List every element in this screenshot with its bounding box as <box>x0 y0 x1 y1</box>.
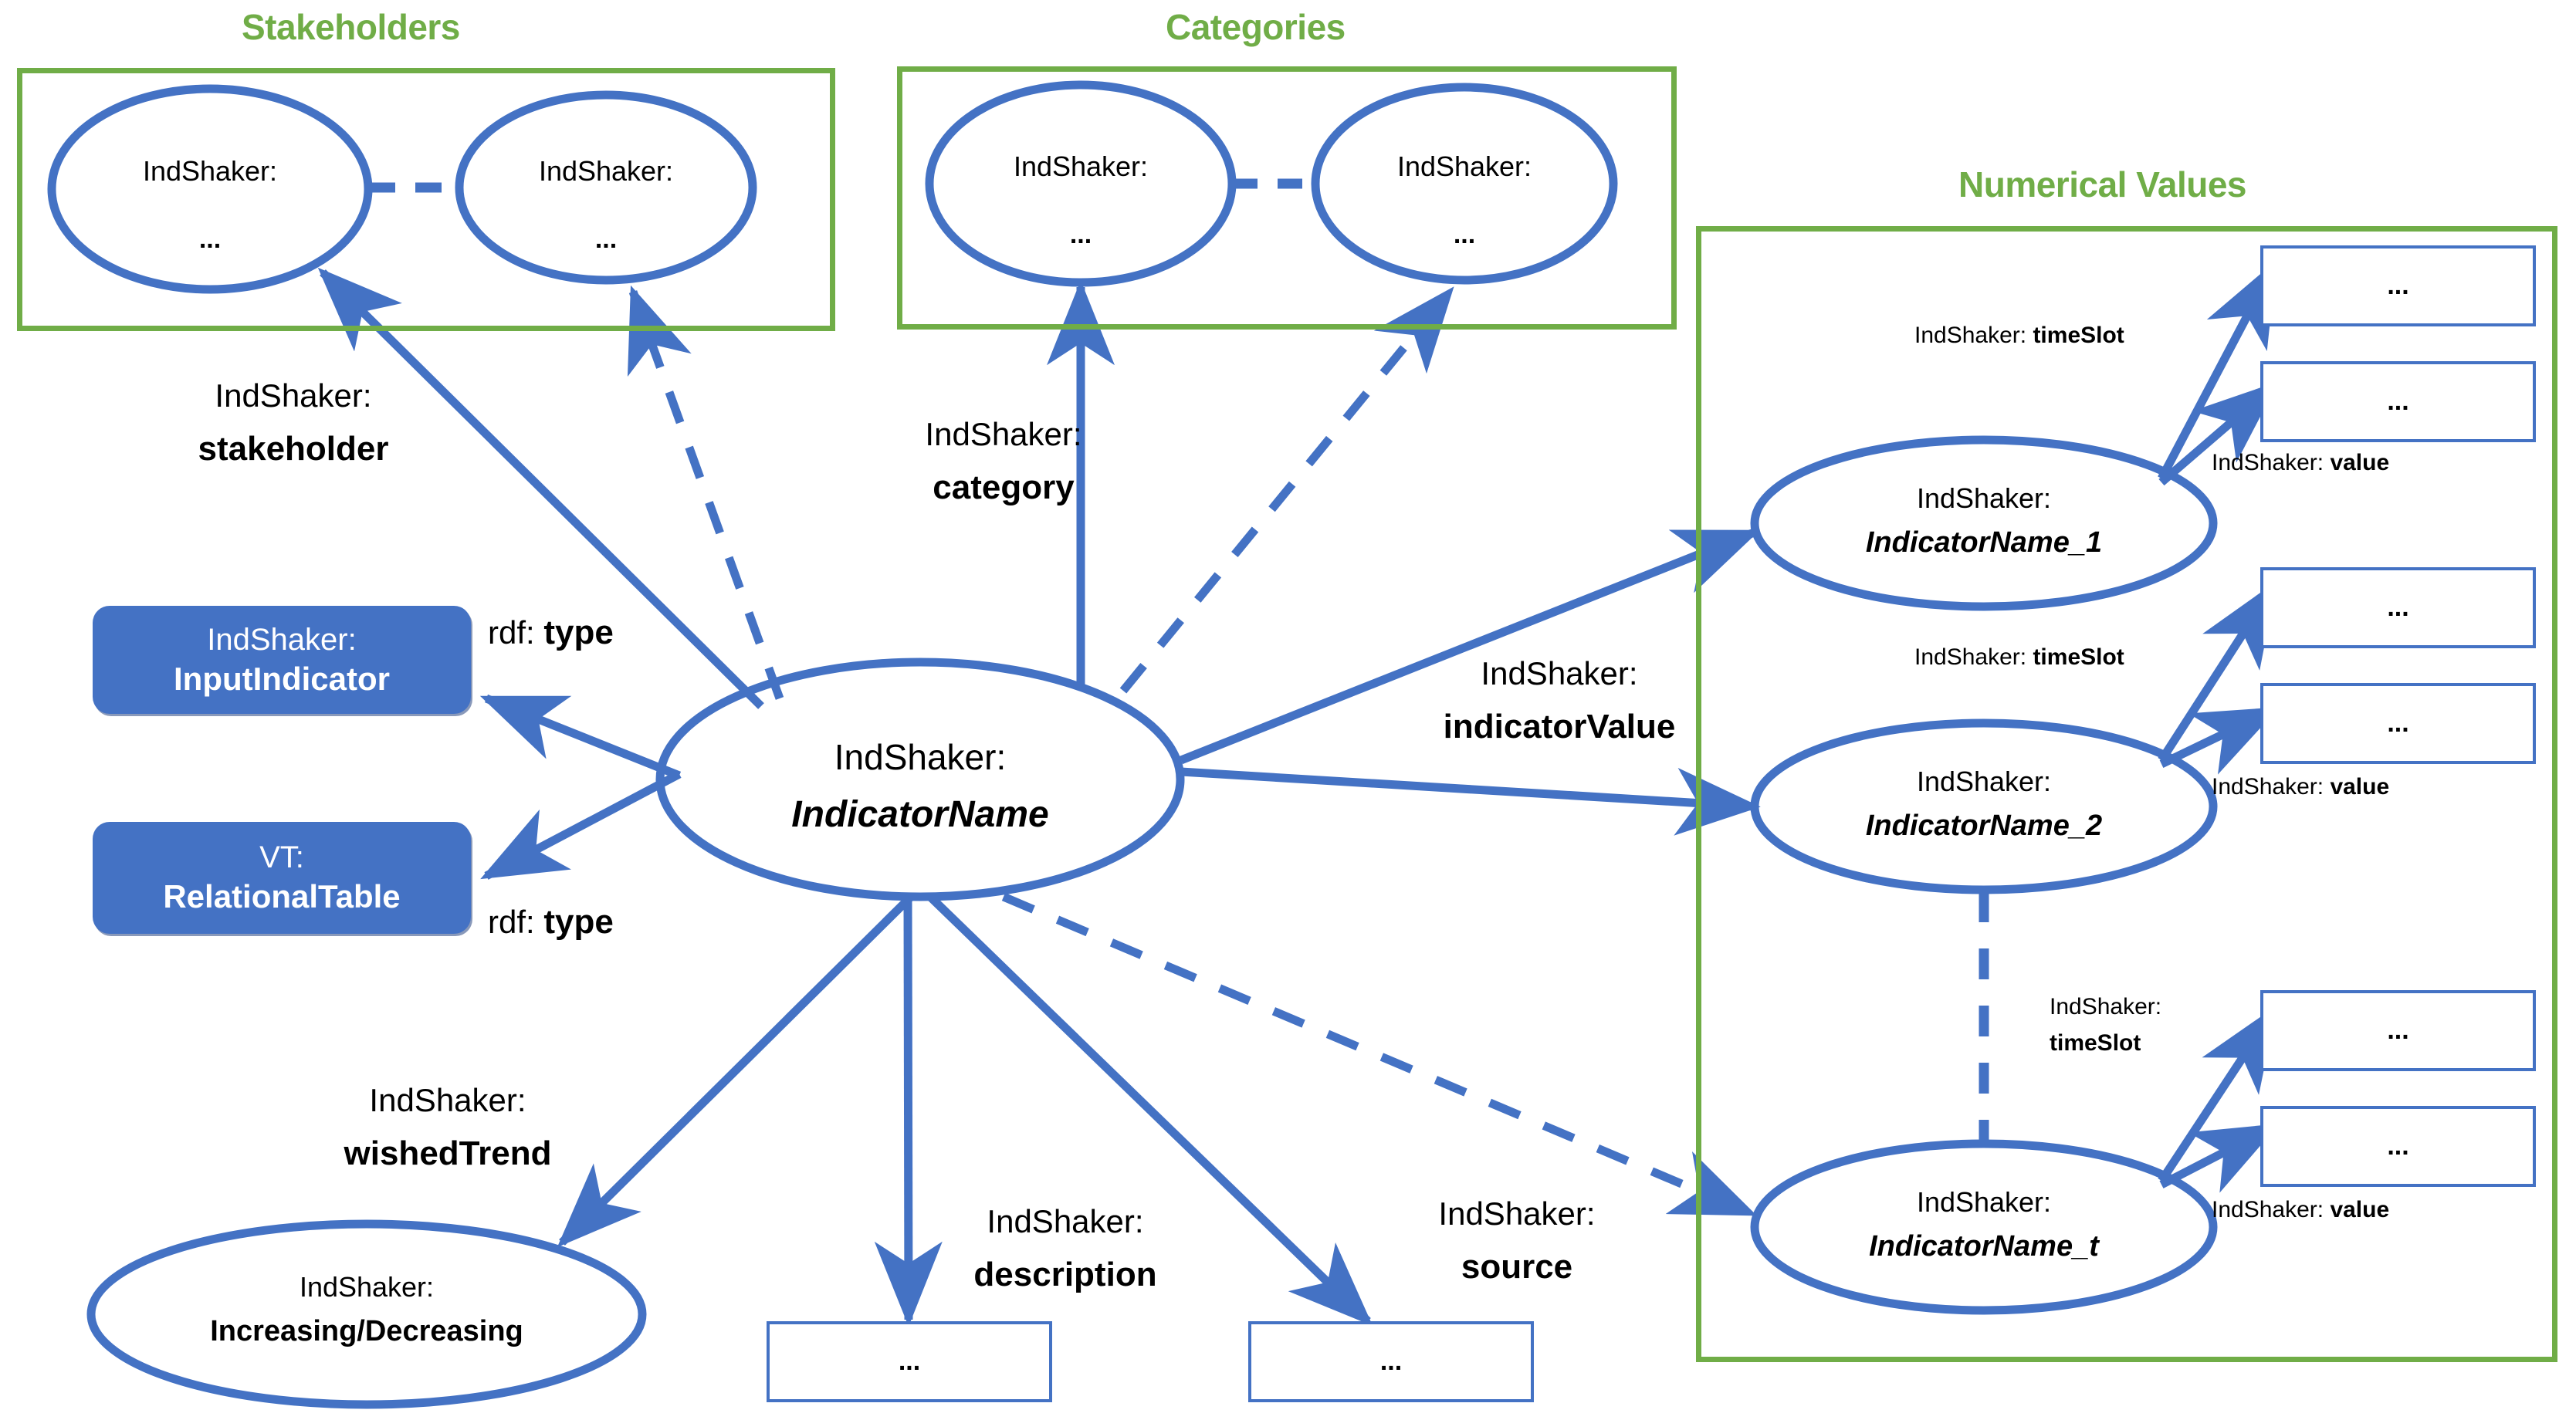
edge-label-stakeholder: IndShaker: stakeholder <box>154 374 432 472</box>
node-category-b[interactable] <box>1311 83 1618 285</box>
literal-box-value-1[interactable]: ... <box>2260 361 2536 442</box>
edge-label-wished-trend-name: wishedTrend <box>344 1134 552 1172</box>
group-title-categories: Categories <box>1166 7 1346 47</box>
edge-label-timeslot-1-name: timeSlot <box>2033 323 2124 348</box>
edge-label-indicator-value-name: indicatorValue <box>1443 707 1676 746</box>
edge-label-indicator-value: IndShaker: indicatorValue <box>1405 652 1714 749</box>
edge-label-wished-trend-prefix: IndShaker: <box>369 1082 526 1118</box>
literal-box-source[interactable]: ... <box>1248 1321 1534 1402</box>
node-stakeholder-b[interactable] <box>455 90 757 285</box>
edge-label-rdf-type-2-name: type <box>543 903 614 941</box>
input-indicator-line1: IndShaker: <box>207 622 357 657</box>
edge-category-dashed <box>1119 286 1454 694</box>
edge-stakeholder-dashed <box>627 285 784 700</box>
edge-label-value-t-prefix: IndShaker: <box>2212 1197 2331 1222</box>
edge-label-rdf-type-1-name: type <box>543 614 614 651</box>
edge-label-category-name: category <box>933 468 1075 506</box>
input-indicator-line2: InputIndicator <box>174 660 390 697</box>
literal-box-timeslot-1[interactable]: ... <box>2260 245 2536 326</box>
node-stakeholder-a[interactable] <box>47 84 373 294</box>
relational-table-line1: VT: <box>259 840 304 875</box>
node-wished-trend[interactable] <box>86 1219 647 1409</box>
edge-label-rdf-type-1-prefix: rdf: <box>488 614 544 651</box>
edge-label-value-2-prefix: IndShaker: <box>2212 774 2331 800</box>
edge-label-rdf-type-2: rdf: type <box>488 899 681 945</box>
edge-label-description-prefix: IndShaker: <box>987 1203 1144 1239</box>
edge-label-timeslot-t-prefix: IndShaker: <box>2050 994 2162 1019</box>
literal-box-timeslot-2[interactable]: ... <box>2260 567 2536 648</box>
relational-table-line2: RelationalTable <box>163 878 401 915</box>
group-box-categories <box>897 66 1677 330</box>
edge-label-rdf-type-2-prefix: rdf: <box>488 904 544 940</box>
literal-box-value-2[interactable]: ... <box>2260 683 2536 764</box>
node-center-indicator[interactable] <box>655 658 1185 901</box>
node-relational-table-box[interactable]: VT: RelationalTable <box>93 822 471 934</box>
edge-label-timeslot-2-name: timeSlot <box>2033 644 2124 670</box>
edge-label-value-1-prefix: IndShaker: <box>2212 450 2331 475</box>
edge-label-value-t: IndShaker: value <box>2212 1195 2520 1226</box>
edge-label-source-name: source <box>1461 1247 1573 1286</box>
edge-rdf-type-relational-table <box>480 770 682 880</box>
edge-label-timeslot-1: IndShaker: timeSlot <box>1914 320 2223 352</box>
edge-label-timeslot-t-name: timeSlot <box>2050 1030 2141 1056</box>
edge-label-description-name: description <box>973 1255 1157 1293</box>
edge-label-stakeholder-name: stakeholder <box>198 429 389 468</box>
edge-source <box>927 894 1373 1327</box>
edge-timeslot-2 <box>2158 580 2277 762</box>
edge-label-source: IndShaker: source <box>1401 1192 1633 1290</box>
edge-timeslot-t <box>2158 1005 2277 1184</box>
edge-label-value-1: IndShaker: value <box>2212 448 2520 479</box>
edge-wished-trend <box>557 894 914 1248</box>
edge-value-t <box>2159 1123 2280 1193</box>
edge-label-indicator-value-prefix: IndShaker: <box>1481 655 1638 691</box>
node-indicator-1[interactable] <box>1750 435 2218 611</box>
group-box-numerical-values <box>1696 226 2557 1362</box>
group-title-numerical-values: Numerical Values <box>1958 164 2246 205</box>
edge-label-description: IndShaker: description <box>938 1200 1193 1297</box>
literal-box-timeslot-t[interactable]: ... <box>2260 990 2536 1071</box>
node-input-indicator-box[interactable]: IndShaker: InputIndicator <box>93 606 471 714</box>
edge-label-rdf-type-1: rdf: type <box>488 610 681 655</box>
edge-label-value-t-name: value <box>2330 1197 2390 1222</box>
edge-timeslot-1 <box>2158 260 2277 481</box>
edge-rdf-type-input-indicator <box>479 694 682 780</box>
edge-label-timeslot-t: IndShaker: timeSlot <box>2050 992 2250 1059</box>
edge-indicator-value-t-dashed <box>1001 892 1758 1218</box>
edge-label-category: IndShaker: category <box>872 413 1135 510</box>
edge-label-timeslot-2: IndShaker: timeSlot <box>1914 642 2223 674</box>
group-box-stakeholders <box>17 68 835 331</box>
edge-stakeholder <box>317 267 764 709</box>
edge-description <box>874 896 943 1327</box>
edge-label-value-2-name: value <box>2330 774 2390 800</box>
literal-box-value-t[interactable]: ... <box>2260 1106 2536 1187</box>
edge-label-timeslot-2-prefix: IndShaker: <box>1914 644 2033 670</box>
literal-box-description[interactable]: ... <box>767 1321 1052 1402</box>
edge-label-timeslot-1-prefix: IndShaker: <box>1914 323 2033 348</box>
edge-indicator-value-1 <box>1179 528 1761 765</box>
edge-label-stakeholder-prefix: IndShaker: <box>215 377 372 414</box>
edge-label-wished-trend: IndShaker: wishedTrend <box>309 1079 587 1176</box>
edge-label-value-2: IndShaker: value <box>2212 772 2520 803</box>
edge-label-category-prefix: IndShaker: <box>925 416 1082 452</box>
edge-indicator-value-2 <box>1180 767 1761 836</box>
group-title-stakeholders: Stakeholders <box>242 7 460 47</box>
edge-value-1 <box>2158 381 2279 486</box>
edge-label-source-prefix: IndShaker: <box>1438 1195 1596 1232</box>
edge-value-2 <box>2159 706 2280 775</box>
edge-label-value-1-name: value <box>2330 450 2390 475</box>
